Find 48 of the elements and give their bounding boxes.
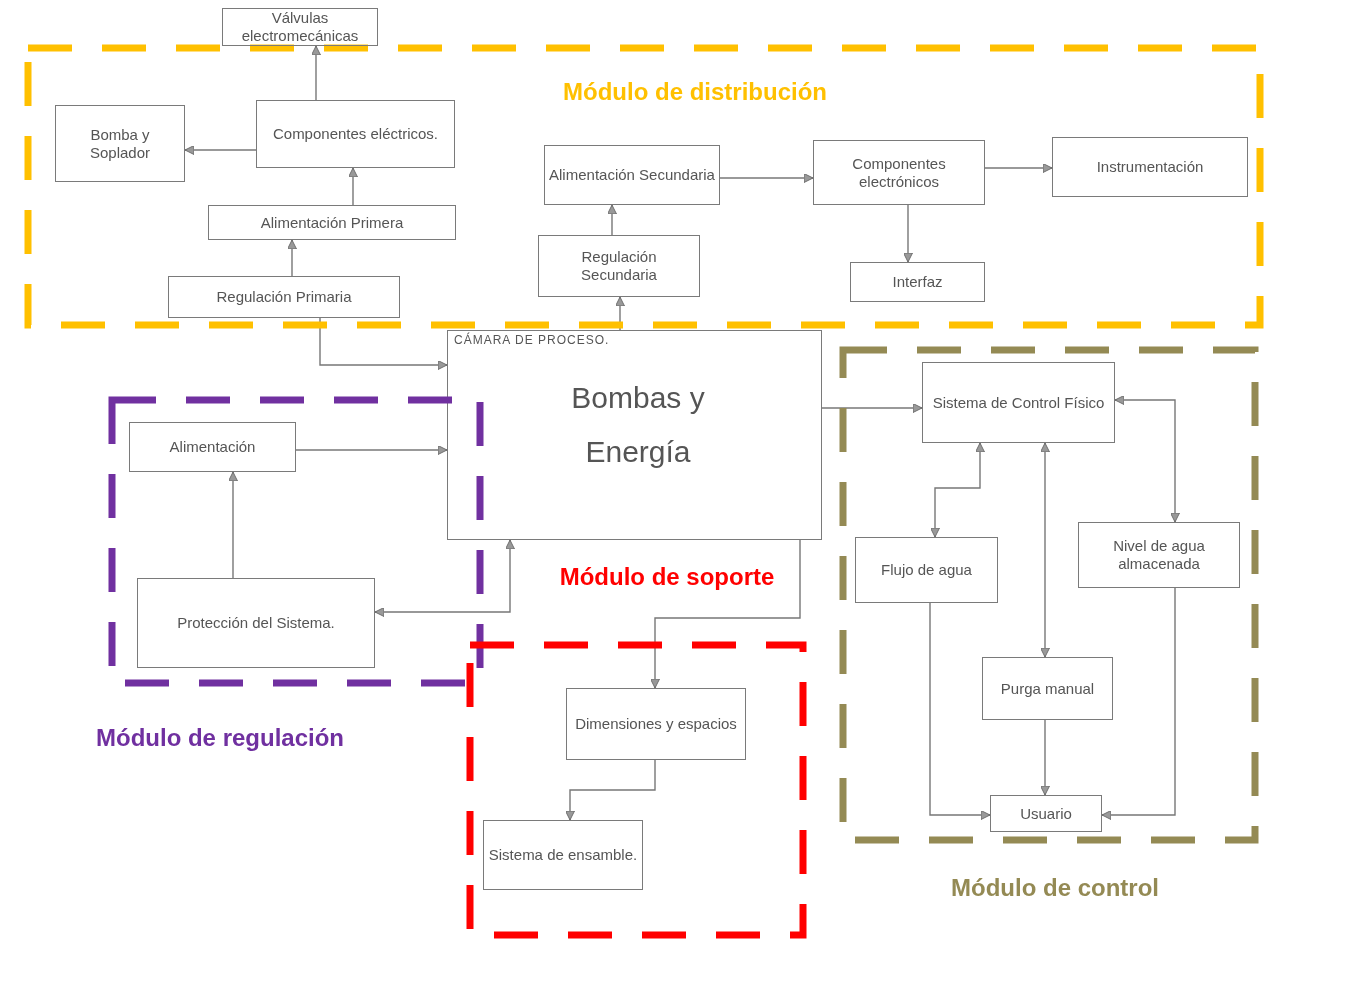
module-title: Módulo de soporte xyxy=(558,563,776,591)
process-box: Alimentación Primera xyxy=(208,205,456,240)
arrow xyxy=(1040,442,1050,658)
process-box: Usuario xyxy=(990,795,1102,832)
process-box: Instrumentación xyxy=(1052,137,1248,197)
arrow xyxy=(348,167,358,206)
arrow xyxy=(184,145,257,155)
process-box: Regulación Primaria xyxy=(168,276,400,318)
arrow xyxy=(374,539,515,617)
arrow xyxy=(565,759,656,821)
process-box: Sistema de Control Físico xyxy=(922,362,1115,443)
arrow xyxy=(1101,587,1176,820)
chamber-heading: CÁMARA DE PROCESO. xyxy=(454,333,610,347)
arrow xyxy=(607,204,617,236)
arrow xyxy=(295,445,448,455)
arrow xyxy=(615,296,625,331)
process-box: Alimentación xyxy=(129,422,296,472)
process-box: Componentes electrónicos xyxy=(813,140,985,205)
module-title: Módulo de distribución xyxy=(562,78,828,106)
arrow xyxy=(984,163,1053,173)
process-box: Sistema de ensamble. xyxy=(483,820,643,890)
arrow xyxy=(930,442,985,538)
process-box: Nivel de agua almacenada xyxy=(1078,522,1240,588)
module-title: Módulo de control xyxy=(950,874,1160,902)
arrow xyxy=(319,317,448,370)
process-box: Válvulas electromecánicas xyxy=(222,8,378,46)
chamber-label: Bombas y Energía xyxy=(570,380,706,470)
process-box: Regulación Secundaria xyxy=(538,235,700,297)
arrow xyxy=(287,239,297,277)
process-box: Interfaz xyxy=(850,262,985,302)
arrow xyxy=(821,403,923,413)
arrow xyxy=(650,539,801,689)
arrow xyxy=(903,204,913,263)
arrow xyxy=(311,45,321,101)
process-chamber-box xyxy=(447,330,822,540)
arrow xyxy=(1040,719,1050,796)
process-box: Bomba y Soplador xyxy=(55,105,185,182)
arrow xyxy=(929,602,991,820)
module-title: Módulo de regulación xyxy=(95,724,345,752)
process-box: Dimensiones y espacios xyxy=(566,688,746,760)
process-box: Flujo de agua xyxy=(855,537,998,603)
process-box: Componentes eléctricos. xyxy=(256,100,455,168)
arrow xyxy=(228,471,238,579)
process-box: Alimentación Secundaria xyxy=(544,145,720,205)
process-box: Purga manual xyxy=(982,657,1113,720)
arrow xyxy=(719,173,814,183)
arrow xyxy=(1114,395,1180,523)
process-box: Protección del Sistema. xyxy=(137,578,375,668)
